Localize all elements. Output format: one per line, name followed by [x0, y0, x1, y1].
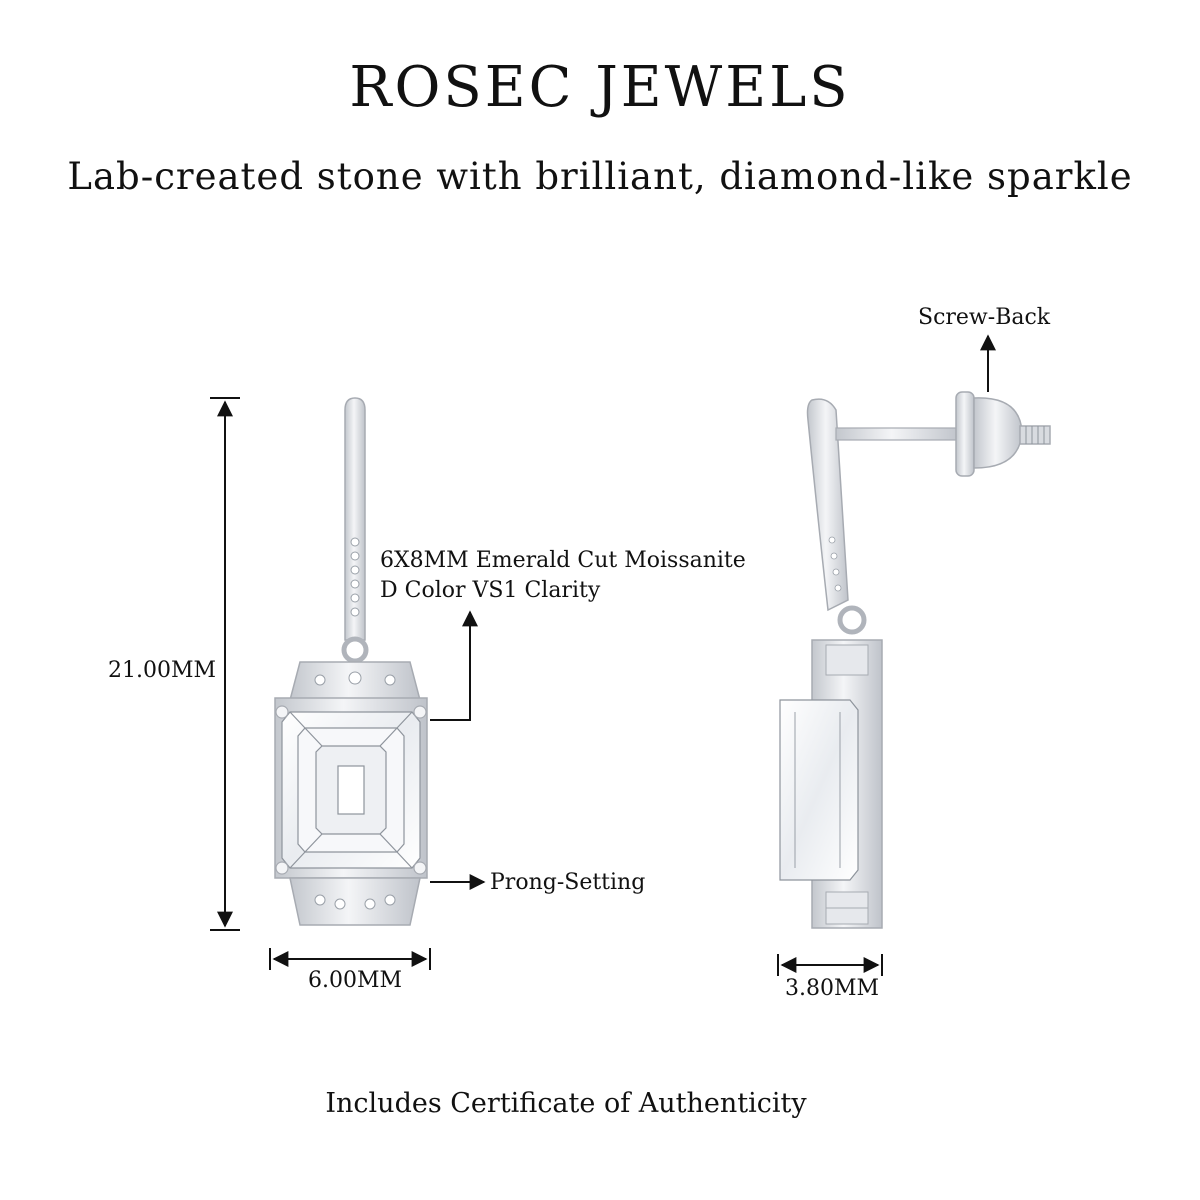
- front-width-dimension: [269, 948, 431, 970]
- certificate-note: Includes Certificate of Authenticity: [325, 1088, 807, 1119]
- stone-spec-line1: 6X8MM Emerald Cut Moissanite: [380, 548, 746, 573]
- front-jump-ring: [341, 636, 369, 664]
- bottom-cap: [289, 877, 421, 926]
- screw-back-label: Screw-Back: [918, 305, 1051, 330]
- side-jump-ring: [837, 605, 867, 635]
- bar-accent-stones: [350, 537, 360, 617]
- stone-spec-line2: D Color VS1 Clarity: [380, 578, 601, 603]
- front-hook: [344, 397, 366, 641]
- front-earring: [274, 397, 428, 926]
- prongs: [275, 705, 427, 875]
- side-width-dimension: [777, 954, 883, 976]
- height-dimension: [210, 397, 240, 931]
- side-stone: [779, 699, 859, 881]
- emerald-cut-stone: [281, 711, 421, 869]
- tagline: Lab-created stone with brilliant, diamon…: [67, 155, 1133, 198]
- height-label: 21.00MM: [108, 658, 217, 683]
- side-width-label: 3.80MM: [785, 976, 880, 1001]
- brand-title: ROSEC JEWELS: [349, 55, 851, 120]
- side-arm: [806, 398, 849, 612]
- stone-callout-leader: [430, 610, 478, 721]
- side-earring: [779, 391, 1051, 929]
- prong-setting-label: Prong-Setting: [490, 870, 646, 895]
- front-width-label: 6.00MM: [308, 968, 403, 993]
- post: [835, 427, 961, 441]
- screw-back: [955, 391, 1051, 477]
